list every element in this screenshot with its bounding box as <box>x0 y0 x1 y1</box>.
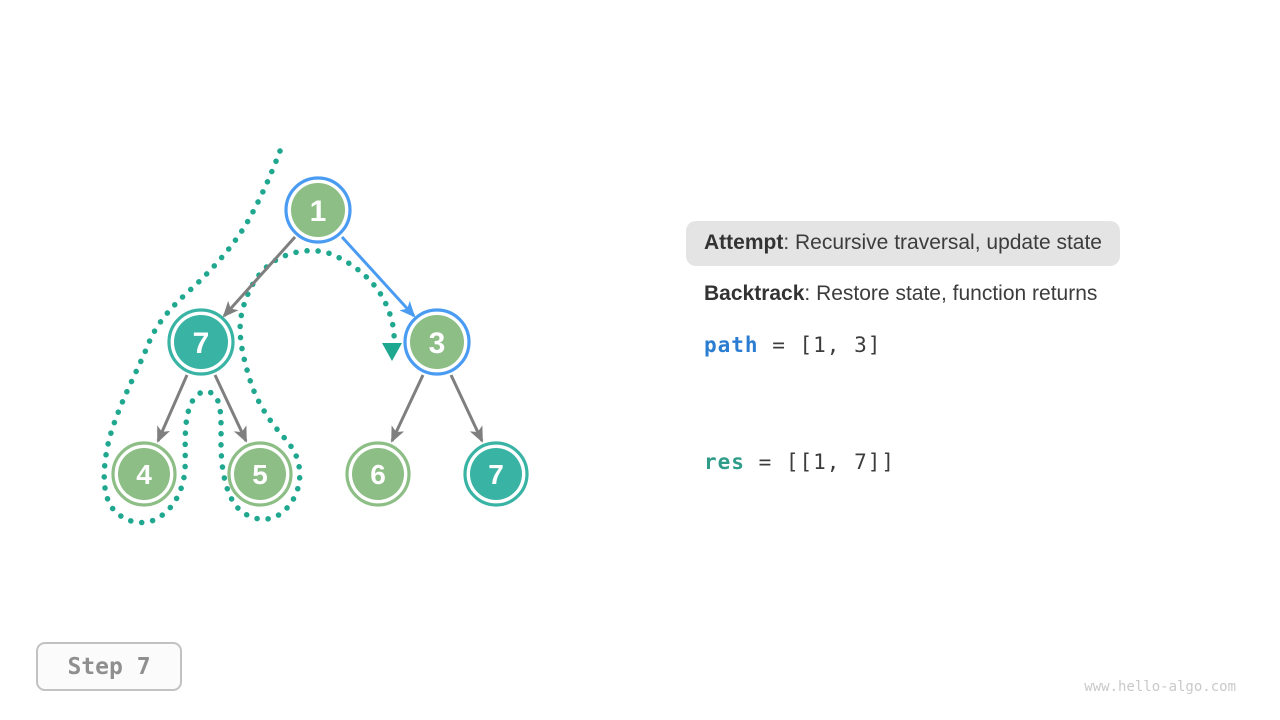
tree-node-value: 1 <box>310 195 327 228</box>
tree-node-circle <box>410 315 464 369</box>
tree-node-6: 6 <box>345 441 411 507</box>
tree-node-1: 1 <box>284 176 352 244</box>
tree-node-7: 7 <box>463 441 529 507</box>
traversal-trail-arrowhead <box>382 343 402 361</box>
path-variable-value: = [1, 3] <box>758 333 882 357</box>
watermark-url: www.hello-algo.com <box>1084 679 1236 695</box>
tree-node-value: 6 <box>370 459 386 490</box>
backtrack-label: Backtrack <box>704 282 805 305</box>
tree-edge <box>449 374 484 443</box>
res-variable-value: = [[1, 7]] <box>744 450 896 474</box>
tree-node-circle <box>470 448 522 500</box>
backtrack-description: : Restore state, function returns <box>804 282 1098 305</box>
tree-node-circle <box>234 448 286 500</box>
tree-node-3: 3 <box>403 308 471 376</box>
tree-edge-active <box>340 235 416 318</box>
traversal-trail-dotted-path <box>101 148 397 526</box>
tree-node-circle <box>118 448 170 500</box>
path-variable-name: path <box>704 333 759 357</box>
backtrack-legend: Backtrack: Restore state, function retur… <box>686 282 1115 306</box>
tree-node-4: 4 <box>111 441 177 507</box>
attempt-legend: Attempt: Recursive traversal, update sta… <box>686 221 1120 266</box>
step-indicator: Step 7 <box>36 642 182 691</box>
tree-edge <box>156 374 189 443</box>
tree-node-value: 5 <box>252 459 268 490</box>
tree-node-5: 5 <box>227 441 293 507</box>
attempt-label: Attempt <box>704 231 784 254</box>
tree-edge <box>390 374 425 443</box>
tree-node-value: 3 <box>429 327 446 360</box>
attempt-description: : Recursive traversal, update state <box>783 231 1102 254</box>
tree-node-circle <box>291 183 345 237</box>
tree-node-value: 7 <box>488 459 504 490</box>
tree-node-value: 4 <box>136 459 152 490</box>
step-label: Step 7 <box>67 653 151 680</box>
tree-node-value: 7 <box>193 327 210 360</box>
res-variable-name: res <box>704 450 745 474</box>
tree-edge <box>213 374 248 443</box>
tree-node-circle <box>174 315 228 369</box>
tree-node-circle <box>352 448 404 500</box>
tree-edge <box>222 235 297 318</box>
res-variable-readout: res = [[1, 7]] <box>686 450 913 474</box>
tree-node-7: 7 <box>167 308 235 376</box>
path-variable-readout: path = [1, 3] <box>686 333 899 357</box>
